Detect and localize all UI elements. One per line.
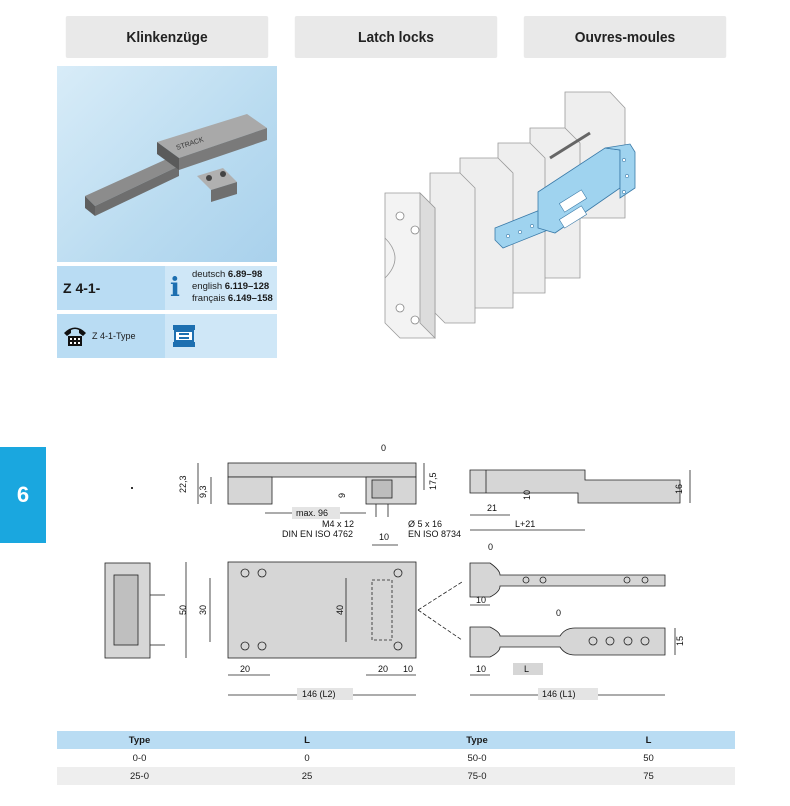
product-code: Z 4-1- [63, 280, 101, 296]
tab-ouvres-moules[interactable]: Ouvres-moules [523, 16, 727, 58]
dim-16: 16 [674, 484, 684, 494]
dim-17-5: 17,5 [428, 472, 438, 490]
dim-30: 30 [198, 605, 208, 615]
product-photo: STRACK [57, 66, 277, 262]
dim-pin: Ø 5 x 16 [408, 519, 442, 529]
dim-40: 40 [335, 605, 345, 615]
dim-iso8734: EN ISO 8734 [408, 529, 461, 539]
table-header-row: Type L Type L [57, 731, 735, 749]
mold-icon[interactable] [171, 323, 197, 354]
dim-22-3: 22,3 [178, 475, 188, 493]
type-label: Z 4-1-Type [92, 331, 136, 341]
dim-9: 9 [337, 493, 347, 498]
table-row: 25-0 25 75-0 75 [57, 767, 735, 785]
technical-drawing: 0 22,3 9,3 9 17,5 max. 96 M4 x 12 DIN EN… [104, 443, 691, 700]
dim-m4: M4 x 12 [322, 519, 354, 529]
cell-type: 75-0 [392, 767, 562, 785]
mold-illustration [384, 91, 636, 339]
dim-max96: max. 96 [296, 508, 328, 518]
language-pages: deutsch 6.89–98 english 6.119–128 frança… [192, 269, 273, 304]
dim-50: 50 [178, 605, 188, 615]
dim-20-right: 20 [378, 664, 388, 674]
dim-10-b: 10 [476, 664, 486, 674]
cell-type: 25-0 [57, 767, 222, 785]
dim-21: 21 [487, 503, 497, 513]
info-icon[interactable]: i [170, 273, 180, 303]
dim-9-3: 9,3 [198, 485, 208, 498]
cell-l: 0 [304, 752, 310, 764]
dim-146-L2: 146 (L2) [302, 689, 336, 699]
cell-l: 50 [643, 752, 654, 764]
dim-L: L [524, 664, 529, 674]
tab-latch-locks[interactable]: Latch locks [294, 16, 498, 58]
dim-15: 15 [675, 636, 685, 646]
dim-zero-b: 0 [556, 608, 561, 618]
type-row: Z 4-1-Type [57, 314, 277, 358]
dot-marker [131, 487, 133, 489]
dim-10-a: 10 [476, 595, 486, 605]
col-l-1: L [222, 731, 392, 749]
dim-146-L1: 146 (L1) [542, 689, 576, 699]
dim-10-side: 10 [522, 490, 532, 500]
col-l-2: L [562, 731, 735, 749]
dim-L21: L+21 [515, 519, 535, 529]
dim-din4762: DIN EN ISO 4762 [282, 529, 353, 539]
phone-icon[interactable] [61, 324, 89, 353]
dim-20-left: 20 [240, 664, 250, 674]
dim-zero-a: 0 [488, 542, 493, 552]
cell-type: 50-0 [467, 752, 487, 764]
col-type-1: Type [57, 731, 222, 749]
dim-10-top: 10 [379, 532, 389, 542]
table-row: 0-0 0 50-0 50 [57, 749, 735, 767]
tab-klinkenzuege[interactable]: Klinkenzüge [65, 16, 269, 58]
dim-top-zero: 0 [381, 443, 386, 453]
cell-l: 75 [562, 767, 735, 785]
types-table: Type L Type L 0-0 0 50-0 50 25-0 25 75-0… [57, 731, 735, 785]
dim-10-right: 10 [403, 664, 413, 674]
cell-type: 0-0 [132, 752, 147, 764]
col-type-2: Type [392, 731, 562, 749]
cell-l: 25 [222, 767, 392, 785]
product-info-row: Z 4-1- i deutsch 6.89–98 english 6.119–1… [57, 266, 277, 310]
chapter-tab[interactable]: 6 [0, 447, 46, 543]
